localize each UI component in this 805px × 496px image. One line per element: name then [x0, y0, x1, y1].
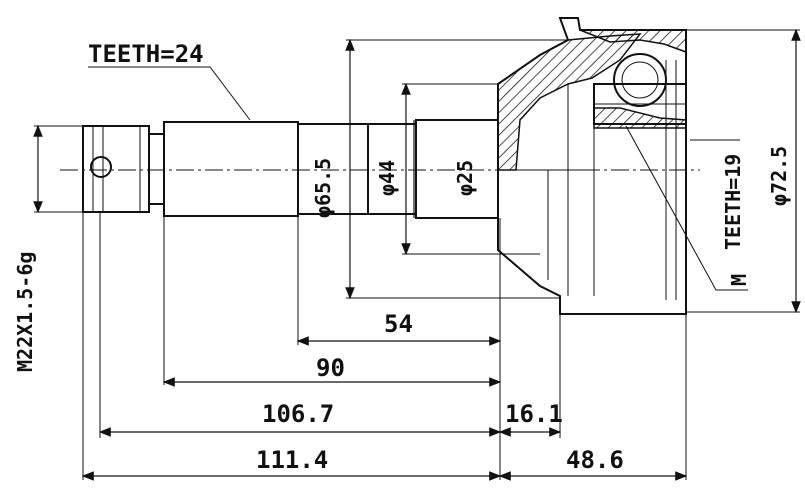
teeth-19-label: TEETH=19 [721, 154, 745, 250]
length-54-label: 54 [384, 310, 413, 338]
length-48-6-label: 48.6 [566, 446, 624, 474]
dia-72-5-label: φ72.5 [767, 146, 791, 206]
mark-m-label: M [727, 274, 751, 286]
thread-label: M22X1.5-6g [13, 252, 37, 372]
diameter-dims [33, 28, 801, 314]
length-111-4-label: 111.4 [256, 446, 328, 474]
length-dims [81, 212, 688, 481]
dia-44-label: φ44 [375, 160, 399, 196]
leader-lines [88, 66, 748, 291]
teeth-24-label: TEETH=24 [88, 40, 204, 68]
dia-25-label: φ25 [453, 160, 477, 196]
length-90-label: 90 [316, 354, 345, 382]
length-106-7-label: 106.7 [262, 400, 334, 428]
length-16-1-label: 16.1 [505, 400, 563, 428]
dia-65-5-label: φ65.5 [311, 158, 335, 218]
bell-housing [497, 17, 687, 315]
shaft-body [82, 119, 499, 219]
